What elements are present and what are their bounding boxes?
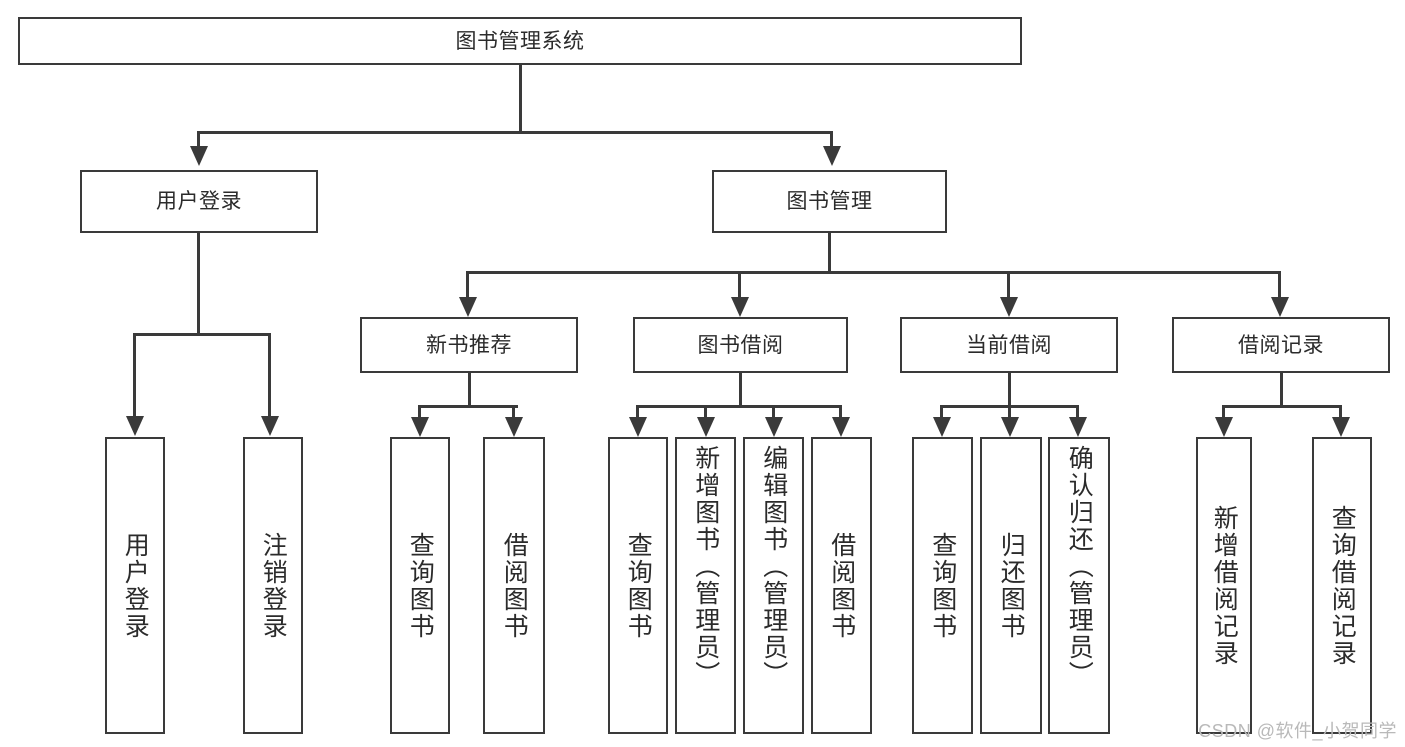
- arrow-to-logout-leaf: [261, 416, 279, 436]
- arrow-to-user-login: [190, 146, 208, 166]
- connector-new-book-bus: [418, 405, 518, 408]
- connector-level3-drop-1: [466, 271, 469, 299]
- connector-borrow-record-stem: [1280, 373, 1283, 407]
- arrow-to-book-management: [823, 146, 841, 166]
- leaf-add-book-admin[interactable]: 新增图书（管理员）: [675, 437, 736, 734]
- node-label: 用户登录: [156, 190, 242, 213]
- node-current-borrow[interactable]: 当前借阅: [900, 317, 1118, 373]
- leaf-borrow-book[interactable]: 借阅图书: [811, 437, 872, 734]
- connector-level3-drop-2: [738, 271, 741, 299]
- connector-root-drop-right: [830, 131, 833, 148]
- arrow-to-add-borrow-record: [1215, 417, 1233, 437]
- node-label: 借阅图书: [827, 531, 856, 640]
- node-label: 新增图书（管理员）: [691, 445, 720, 688]
- connector-book-borrow-drop-3: [772, 405, 775, 419]
- connector-new-book-drop-2: [512, 405, 515, 419]
- connector-user-login-drop-2: [268, 333, 271, 418]
- leaf-borrow-book-recommend[interactable]: 借阅图书: [483, 437, 545, 734]
- connector-current-borrow-drop-3: [1076, 405, 1079, 419]
- node-label: 查询借阅记录: [1328, 504, 1357, 667]
- node-label: 确认归还（管理员）: [1065, 445, 1094, 688]
- node-new-book-recommend[interactable]: 新书推荐: [360, 317, 578, 373]
- connector-borrow-record-drop-1: [1222, 405, 1225, 419]
- arrow-to-query-borrow-record: [1332, 417, 1350, 437]
- node-root-book-management-system[interactable]: 图书管理系统: [18, 17, 1022, 65]
- connector-current-borrow-stem: [1008, 373, 1011, 407]
- node-label: 注销登录: [259, 531, 288, 640]
- arrow-to-query-book-3: [933, 417, 951, 437]
- leaf-query-borrow-record[interactable]: 查询借阅记录: [1312, 437, 1372, 734]
- leaf-query-book-borrow[interactable]: 查询图书: [608, 437, 668, 734]
- arrow-to-confirm-return: [1069, 417, 1087, 437]
- connector-user-login-bus: [133, 333, 270, 336]
- node-user-login[interactable]: 用户登录: [80, 170, 318, 233]
- leaf-logout[interactable]: 注销登录: [243, 437, 303, 734]
- arrow-to-edit-book: [765, 417, 783, 437]
- node-label: 编辑图书（管理员）: [759, 445, 788, 688]
- arrow-to-query-book-1: [411, 417, 429, 437]
- node-label: 图书借阅: [697, 333, 784, 357]
- arrow-to-user-login-leaf: [126, 416, 144, 436]
- connector-level3-drop-4: [1278, 271, 1281, 299]
- connector-book-borrow-bus: [636, 405, 841, 408]
- node-label: 新增借阅记录: [1210, 504, 1239, 667]
- connector-borrow-record-drop-2: [1339, 405, 1342, 419]
- leaf-return-book[interactable]: 归还图书: [980, 437, 1042, 734]
- connector-book-borrow-drop-4: [839, 405, 842, 419]
- node-label: 查询图书: [624, 531, 653, 640]
- arrow-to-borrow-book-1: [505, 417, 523, 437]
- connector-book-management-stem: [828, 233, 831, 273]
- node-label: 查询图书: [928, 531, 957, 640]
- connector-user-login-drop-1: [133, 333, 136, 418]
- connector-current-borrow-drop-2: [1008, 405, 1011, 419]
- arrow-to-query-book-2: [629, 417, 647, 437]
- node-label: 借阅图书: [500, 531, 529, 640]
- connector-level3-bus: [466, 271, 1278, 274]
- leaf-query-book-recommend[interactable]: 查询图书: [390, 437, 450, 734]
- node-label: 新书推荐: [426, 333, 512, 357]
- connector-borrow-record-bus: [1222, 405, 1342, 408]
- connector-book-borrow-drop-2: [704, 405, 707, 419]
- node-label: 借阅记录: [1238, 333, 1324, 357]
- node-borrow-record[interactable]: 借阅记录: [1172, 317, 1390, 373]
- connector-root-drop-left: [197, 131, 200, 148]
- node-book-management[interactable]: 图书管理: [712, 170, 947, 233]
- leaf-add-borrow-record[interactable]: 新增借阅记录: [1196, 437, 1252, 734]
- leaf-query-book-current[interactable]: 查询图书: [912, 437, 973, 734]
- connector-current-borrow-drop-1: [940, 405, 943, 419]
- leaf-edit-book-admin[interactable]: 编辑图书（管理员）: [743, 437, 804, 734]
- arrow-to-add-book: [697, 417, 715, 437]
- watermark-text: CSDN @软件_小贺同学: [1198, 721, 1397, 741]
- connector-new-book-drop-1: [418, 405, 421, 419]
- arrow-to-borrow-record: [1271, 297, 1289, 317]
- leaf-confirm-return-admin[interactable]: 确认归还（管理员）: [1048, 437, 1110, 734]
- leaf-user-login[interactable]: 用户登录: [105, 437, 165, 734]
- connector-user-login-stem: [197, 233, 200, 335]
- node-label: 查询图书: [406, 531, 435, 640]
- node-label: 归还图书: [997, 531, 1026, 640]
- connector-root-bus: [197, 131, 833, 134]
- connector-book-borrow-stem: [739, 373, 742, 407]
- connector-level3-drop-3: [1007, 271, 1010, 299]
- node-book-borrow[interactable]: 图书借阅: [633, 317, 848, 373]
- node-label: 图书管理: [786, 190, 873, 213]
- connector-root-stem: [519, 65, 522, 133]
- node-label: 图书管理系统: [455, 29, 585, 53]
- connector-new-book-stem: [468, 373, 471, 407]
- arrow-to-book-borrow: [731, 297, 749, 317]
- arrow-to-borrow-book-2: [832, 417, 850, 437]
- arrow-to-new-book-recommend: [459, 297, 477, 317]
- node-label: 用户登录: [121, 531, 150, 640]
- connector-book-borrow-drop-1: [636, 405, 639, 419]
- arrow-to-return-book: [1001, 417, 1019, 437]
- node-label: 当前借阅: [966, 333, 1052, 357]
- arrow-to-current-borrow: [1000, 297, 1018, 317]
